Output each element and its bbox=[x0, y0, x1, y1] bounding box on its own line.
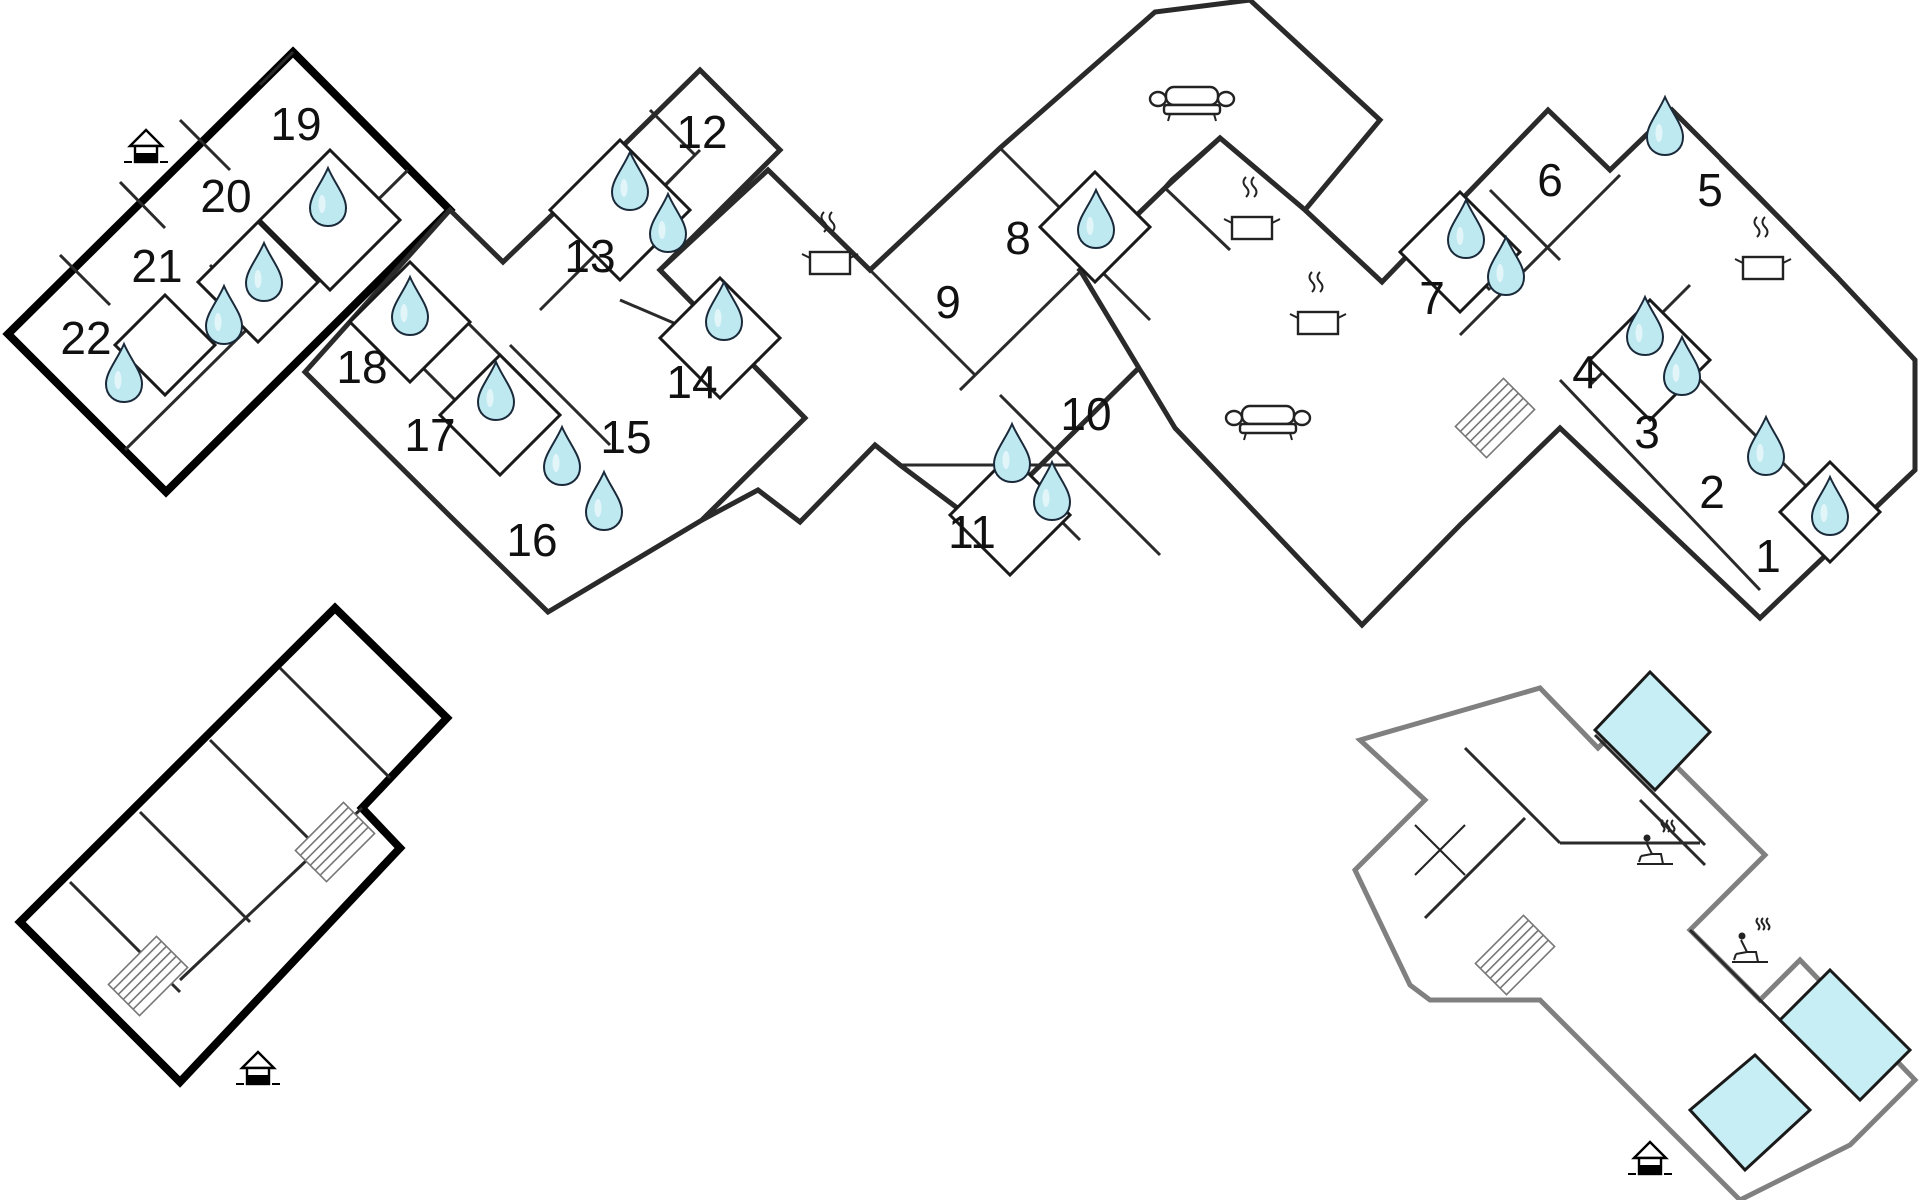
room-label-15: 15 bbox=[600, 411, 651, 463]
room-label-6: 6 bbox=[1537, 154, 1563, 206]
room-labels: 1 2 3 4 5 6 7 8 9 10 11 12 13 14 15 16 1… bbox=[60, 98, 1780, 582]
room-label-17: 17 bbox=[404, 409, 455, 461]
room-label-5: 5 bbox=[1697, 164, 1723, 216]
water-drop-icon bbox=[1033, 461, 1071, 521]
room-label-18: 18 bbox=[336, 341, 387, 393]
room-label-14: 14 bbox=[666, 356, 717, 408]
entrance-icon bbox=[122, 128, 170, 164]
wing-rooms-1-7 bbox=[1076, 106, 1918, 629]
pool-icon bbox=[1687, 1052, 1813, 1173]
room-label-7: 7 bbox=[1419, 272, 1445, 324]
room-label-20: 20 bbox=[200, 170, 251, 222]
room-label-3: 3 bbox=[1634, 406, 1660, 458]
room-label-4: 4 bbox=[1572, 346, 1598, 398]
water-drop-icon bbox=[1646, 96, 1684, 156]
entrance-icon bbox=[1626, 1140, 1674, 1176]
room-label-13: 13 bbox=[564, 230, 615, 282]
room-label-11: 11 bbox=[948, 506, 996, 558]
room-label-21: 21 bbox=[131, 240, 182, 292]
lower-right-annex bbox=[1351, 669, 1919, 1200]
pool-icon bbox=[1592, 669, 1713, 793]
room-label-22: 22 bbox=[60, 312, 111, 364]
room-label-9: 9 bbox=[935, 276, 961, 328]
room-label-8: 8 bbox=[1005, 212, 1031, 264]
entrance-icon bbox=[234, 1050, 282, 1086]
room-label-19: 19 bbox=[270, 98, 321, 150]
cross-mark bbox=[1414, 824, 1466, 876]
room-label-2: 2 bbox=[1699, 466, 1725, 518]
lower-left-building bbox=[14, 602, 453, 1088]
room-label-10: 10 bbox=[1060, 388, 1111, 440]
pool-icon bbox=[1777, 967, 1913, 1103]
room-label-16: 16 bbox=[506, 514, 557, 566]
room-label-1: 1 bbox=[1755, 530, 1781, 582]
room-label-12: 12 bbox=[676, 106, 727, 158]
sauna-icon bbox=[1731, 917, 1771, 963]
